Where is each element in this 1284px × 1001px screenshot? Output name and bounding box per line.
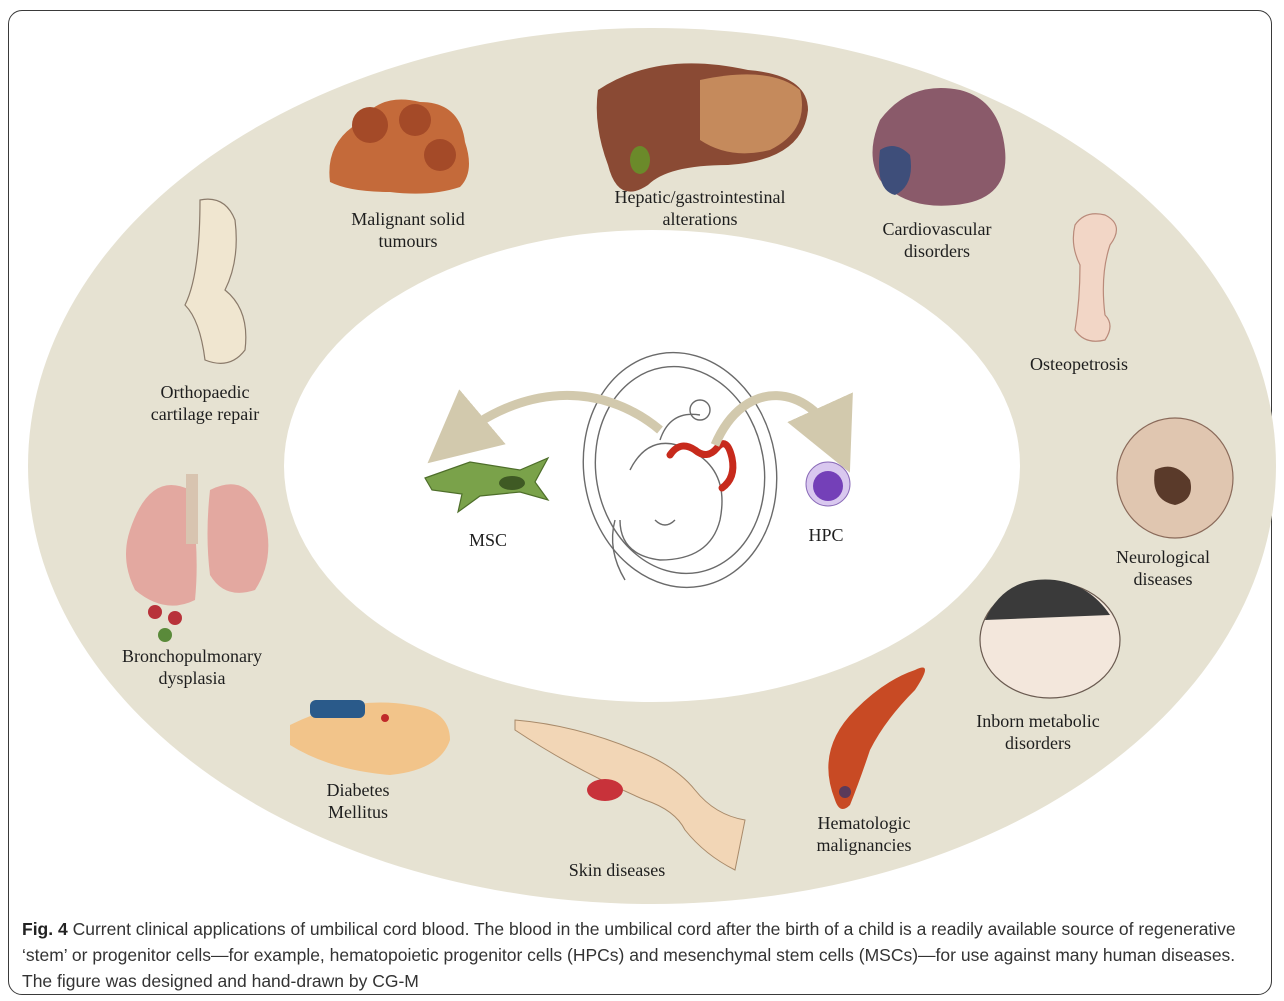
diagram: MSC HPC bbox=[0, 0, 1284, 910]
caption-text: Current clinical applications of umbilic… bbox=[22, 919, 1236, 991]
caption-label: Fig. 4 bbox=[22, 919, 68, 939]
msc-nucleus bbox=[499, 476, 525, 490]
label-skin: Skin diseases bbox=[569, 860, 666, 880]
label-osteopetrosis: Osteopetrosis bbox=[1030, 354, 1128, 374]
brain-illustration bbox=[1117, 418, 1233, 538]
inner-ellipse bbox=[284, 230, 1020, 702]
hpc-nucleus bbox=[813, 471, 843, 501]
msc-label: MSC bbox=[469, 530, 507, 550]
hpc-label: HPC bbox=[808, 525, 843, 545]
figure-caption: Fig. 4 Current clinical applications of … bbox=[22, 916, 1267, 994]
